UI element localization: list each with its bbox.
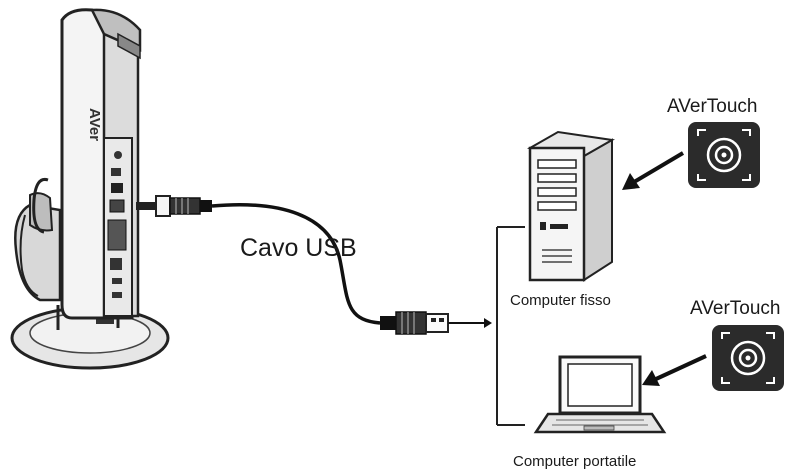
- connection-bracket: [496, 226, 525, 426]
- avertouch-desktop-icon: [688, 122, 760, 188]
- avertouch-laptop-icon: [712, 325, 784, 391]
- laptop-computer-icon: [533, 355, 667, 434]
- cable-label: Cavo USB: [240, 234, 357, 262]
- avertouch-desktop-label: AVerTouch: [667, 96, 757, 117]
- desktop-label: Computer fisso: [510, 292, 611, 309]
- document-camera: AVer: [10, 8, 170, 370]
- desktop-computer-icon: [526, 130, 616, 282]
- usb-cable: [136, 195, 492, 335]
- camera-brand-text: AVer: [86, 108, 103, 141]
- avertouch-laptop-label: AVerTouch: [690, 298, 780, 319]
- laptop-label: Computer portatile: [513, 453, 636, 470]
